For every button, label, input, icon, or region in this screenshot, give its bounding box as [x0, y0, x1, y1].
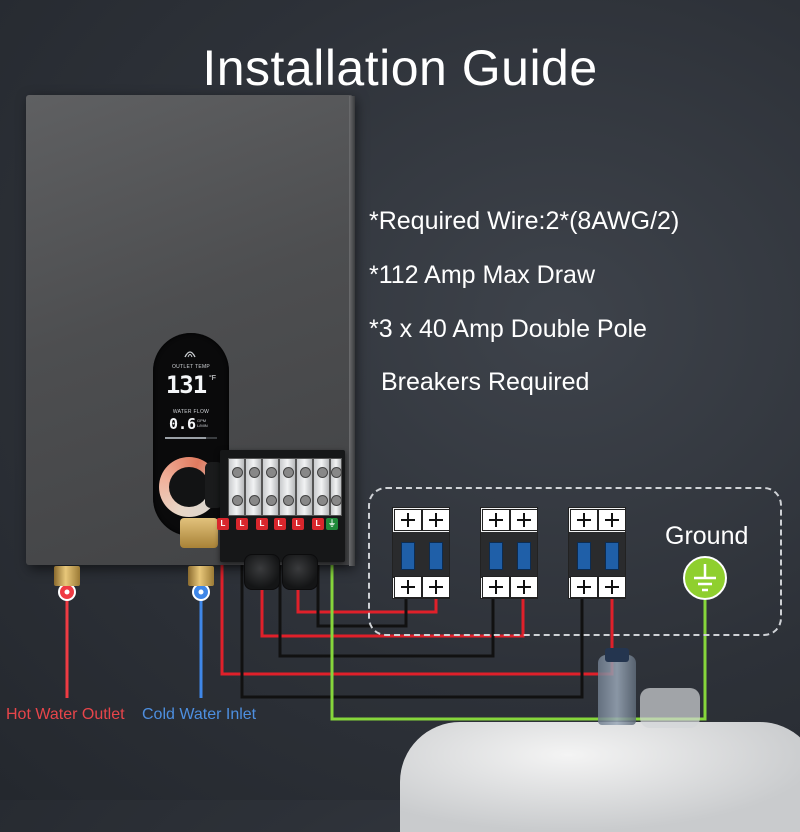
power-cable: [205, 462, 223, 508]
water-flow-label: WATER FLOW: [172, 409, 210, 415]
terminal-7: [330, 458, 342, 516]
breaker-3-switch-left[interactable]: [577, 542, 591, 570]
terminal-2: [245, 458, 262, 516]
breaker-2-switch-right[interactable]: [517, 542, 531, 570]
water-heater-side: [349, 96, 355, 566]
requirement-wire: *Required Wire:2*(8AWG/2): [369, 207, 680, 235]
breaker-1-switch-right[interactable]: [429, 542, 443, 570]
hot-water-fitting: [54, 566, 80, 586]
terminal-tag-3: L: [256, 518, 268, 530]
cold-water-fitting: [188, 566, 214, 586]
requirement-breakers-cont: Breakers Required: [381, 368, 590, 396]
flow-unit: GPM L/MIN: [197, 418, 208, 428]
terminal-block: L L L L L L ⏚: [217, 450, 345, 562]
jar-background: [640, 688, 700, 728]
requirement-breakers: *3 x 40 Amp Double Pole: [369, 315, 647, 343]
wire-black-1: [316, 535, 408, 628]
logo-icon: [184, 351, 196, 358]
temperature-readout: 131: [165, 371, 207, 399]
wire-black-2: [278, 535, 495, 658]
level-bar-fill: [165, 437, 206, 439]
sink-background: [400, 722, 800, 832]
terminal-4: [279, 458, 296, 516]
requirement-amp-draw: *112 Amp Max Draw: [369, 261, 596, 289]
terminal-5: [296, 458, 313, 516]
outlet-temp-label: OUTLET TEMP: [171, 364, 211, 370]
wire-red-3: [220, 535, 614, 676]
terminal-tag-4: L: [274, 518, 286, 530]
terminal-3: [262, 458, 279, 516]
soap-bottle-cap: [605, 648, 629, 662]
breaker-2-switch-left[interactable]: [489, 542, 503, 570]
terminal-tag-6: L: [312, 518, 324, 530]
cable-gland-2: [282, 554, 318, 590]
breaker-1-switch-left[interactable]: [401, 542, 415, 570]
breaker-3-switch-right[interactable]: [605, 542, 619, 570]
cold-water-inlet-label: Cold Water Inlet: [142, 706, 257, 723]
terminal-tag-ground: ⏚: [326, 518, 338, 530]
soap-bottle: [598, 655, 636, 725]
flow-readout: 0.6: [169, 415, 197, 433]
brass-valve: [180, 518, 218, 548]
ground-icon: [683, 556, 727, 600]
wire-black-3: [240, 535, 584, 699]
breaker-panel: [368, 487, 782, 636]
hot-water-outlet-label: Hot Water Outlet: [6, 706, 125, 723]
breaker-3[interactable]: [568, 507, 626, 599]
breaker-2[interactable]: [480, 507, 538, 599]
ground-label: Ground: [665, 522, 749, 550]
terminal-6: [313, 458, 330, 516]
level-bar: [165, 437, 217, 439]
terminal-tag-1: L: [217, 518, 229, 530]
breaker-1[interactable]: [392, 507, 450, 599]
temperature-dial-center: [169, 467, 209, 507]
page-title: Installation Guide: [202, 40, 598, 96]
cable-gland-1: [244, 554, 280, 590]
temperature-unit: °F: [209, 375, 217, 382]
terminal-tag-5: L: [292, 518, 304, 530]
wire-ground: [330, 535, 707, 721]
terminal-tag-2: L: [236, 518, 248, 530]
terminal-1: [228, 458, 245, 516]
